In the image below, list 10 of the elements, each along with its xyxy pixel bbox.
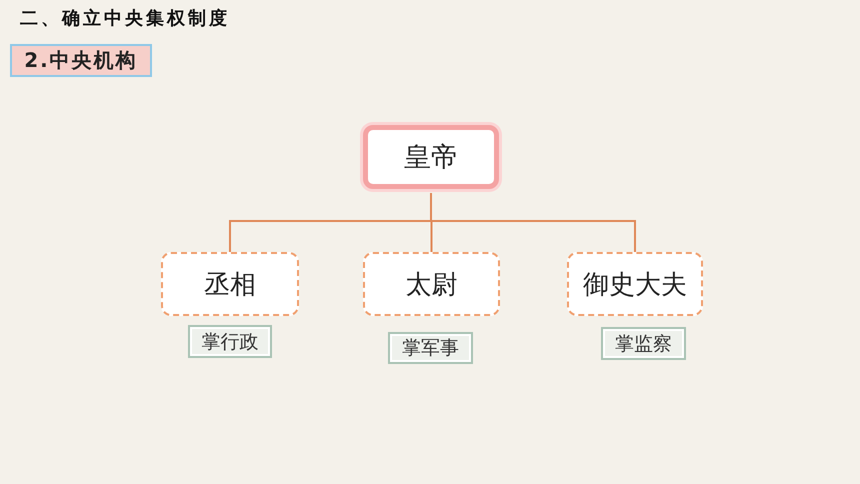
duty-box: 掌监察 xyxy=(601,327,686,360)
duty-box: 掌行政 xyxy=(188,325,272,358)
official-box: 丞相 xyxy=(161,252,299,316)
official-box: 御史大夫 xyxy=(567,252,703,316)
title: 二、确立中央集权制度 xyxy=(20,7,230,30)
duty-box: 掌军事 xyxy=(388,332,473,364)
subheading-box: 2.中央机构 xyxy=(10,44,152,77)
connector-line xyxy=(430,193,636,252)
emperor-box: 皇帝 xyxy=(363,125,499,189)
official-box: 太尉 xyxy=(363,252,500,316)
